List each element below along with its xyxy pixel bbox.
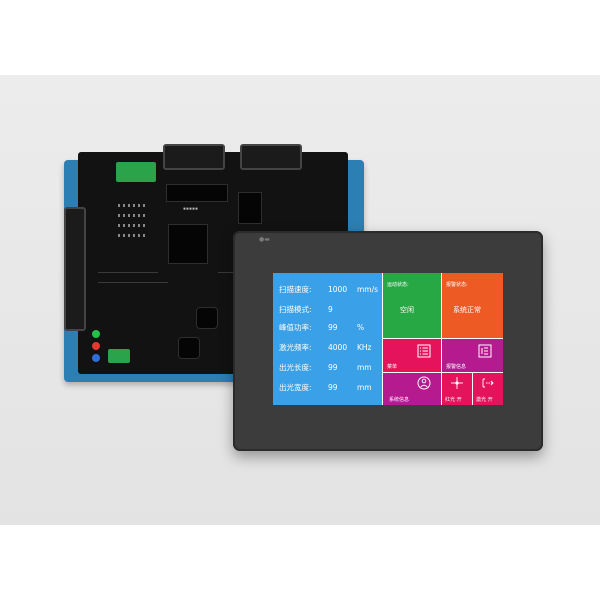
alarm-status-label: 报警状态: xyxy=(446,282,468,288)
crosshair-icon xyxy=(451,377,463,389)
param-value[interactable]: 4000 xyxy=(328,343,348,352)
pcb-trace xyxy=(98,272,158,273)
menu-button[interactable]: 菜单 xyxy=(383,339,441,372)
parameter-panel: 扫描速度: 1000 mm/s 扫描模式: 9 峰值功率: 99 % 激光频率:… xyxy=(273,273,382,405)
alarm-status-value: 系统正常 xyxy=(453,306,481,314)
silkscreen-text: ▪▪▪▪▪ xyxy=(183,206,199,212)
terminal-block-bottom xyxy=(108,349,130,363)
param-unit: % xyxy=(357,323,365,332)
hmi-screen: 扫描速度: 1000 mm/s 扫描模式: 9 峰值功率: 99 % 激光频率:… xyxy=(273,273,503,405)
param-value[interactable]: 9 xyxy=(328,305,333,314)
pin-header xyxy=(118,234,146,237)
param-value[interactable]: 99 xyxy=(328,363,338,372)
param-unit: KHz xyxy=(357,343,372,352)
pcb-trace xyxy=(98,282,168,283)
laser-beam-icon xyxy=(482,378,494,388)
laser-button[interactable]: 激光 开 xyxy=(473,373,503,405)
person-info-icon xyxy=(417,376,431,390)
param-label: 出光长度: xyxy=(279,363,312,372)
status-led-red xyxy=(92,342,100,350)
memory-chip xyxy=(238,192,262,224)
menu-list-icon xyxy=(417,344,431,358)
main-processor-chip xyxy=(168,224,208,264)
laser-label: 激光 开 xyxy=(476,397,493,403)
alarm-status-tile: 报警状态: 系统正常 xyxy=(442,273,503,338)
pin-header xyxy=(118,214,146,217)
param-label: 出光宽度: xyxy=(279,383,312,392)
terminal-block-top xyxy=(116,162,156,182)
param-label: 激光频率: xyxy=(279,343,312,352)
inductor-2 xyxy=(178,337,200,359)
alarm-info-label: 报警信息 xyxy=(446,364,467,370)
param-label: 扫描模式: xyxy=(279,305,312,314)
db9-connector-right xyxy=(240,144,302,170)
side-connector xyxy=(64,207,86,331)
status-led-green xyxy=(92,330,100,338)
pin-header xyxy=(118,224,146,227)
motion-status-label: 运动状态: xyxy=(387,282,409,288)
red-light-label: 红光 开 xyxy=(445,397,462,403)
hmi-touch-panel: ●▬ 扫描速度: 1000 mm/s 扫描模式: 9 峰值功率: 99 % 激光… xyxy=(233,231,543,451)
system-info-button[interactable]: 系统信息 xyxy=(383,373,441,405)
brand-logo-icon: ●▬ xyxy=(259,236,270,243)
db9-connector-left xyxy=(163,144,225,170)
pin-header xyxy=(118,204,146,207)
param-unit: mm xyxy=(357,383,372,392)
alarm-list-icon xyxy=(478,344,492,358)
red-light-button[interactable]: 红光 开 xyxy=(442,373,472,405)
param-value[interactable]: 1000 xyxy=(328,285,348,294)
motion-status-tile: 运动状态: 空闲 xyxy=(383,273,441,338)
driver-chip xyxy=(166,184,228,202)
status-led-blue xyxy=(92,354,100,362)
menu-label: 菜单 xyxy=(387,364,398,370)
param-label: 峰值功率: xyxy=(279,323,312,332)
alarm-info-button[interactable]: 报警信息 xyxy=(442,339,503,372)
param-unit: mm/s xyxy=(357,285,379,294)
param-value[interactable]: 99 xyxy=(328,383,338,392)
system-info-label: 系统信息 xyxy=(389,397,410,403)
param-label: 扫描速度: xyxy=(279,285,312,294)
param-unit: mm xyxy=(357,363,372,372)
param-value[interactable]: 99 xyxy=(328,323,338,332)
inductor xyxy=(196,307,218,329)
motion-status-value: 空闲 xyxy=(400,306,414,314)
